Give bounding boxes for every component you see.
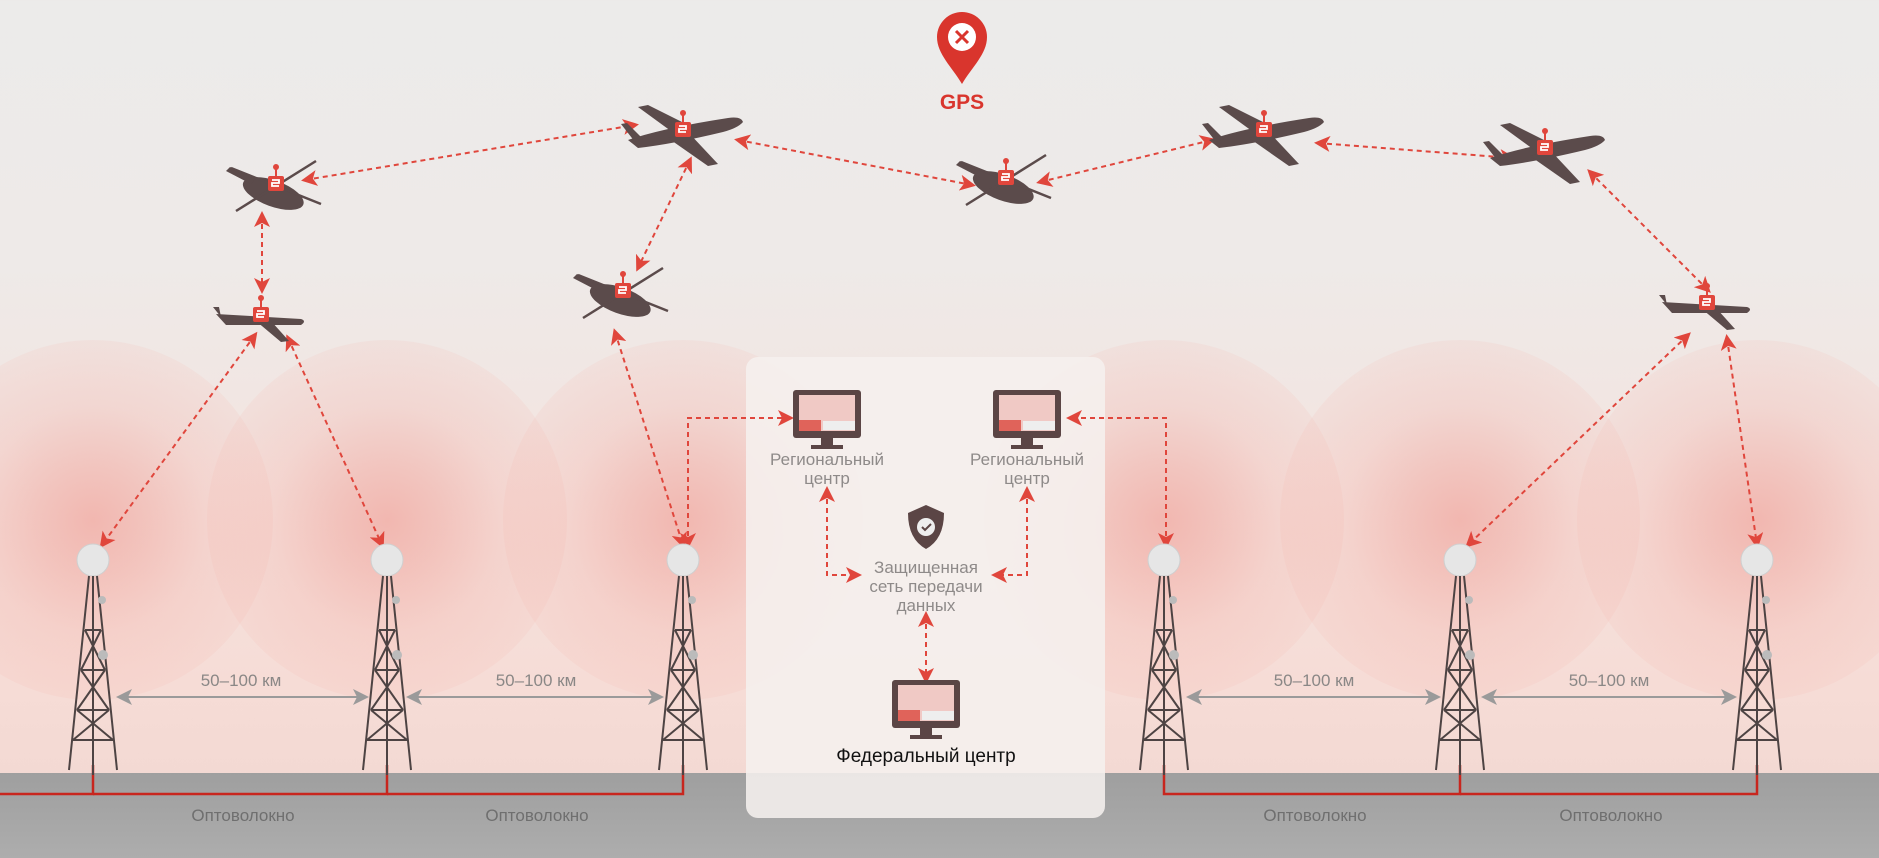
federal-center-label: Федеральный центр bbox=[836, 746, 1016, 767]
airplane-icon bbox=[1483, 123, 1605, 184]
label-line: центр bbox=[804, 469, 850, 488]
regional-center-label: Региональный центр bbox=[770, 450, 884, 488]
radar-tower bbox=[1139, 543, 1189, 776]
fiber-label: Оптоволокно bbox=[1559, 806, 1663, 825]
data-links bbox=[99, 119, 1764, 684]
fiber-label: Оптоволокно bbox=[1263, 806, 1367, 825]
regional-center-monitor-icon bbox=[993, 390, 1061, 449]
radar-tower bbox=[68, 543, 118, 776]
gps-pin-icon bbox=[937, 12, 987, 84]
label-line: Региональный bbox=[770, 450, 884, 469]
drone-icon bbox=[213, 295, 304, 342]
label-line: Региональный bbox=[970, 450, 1084, 469]
distance-label: 50–100 км bbox=[1273, 671, 1355, 690]
radar-tower bbox=[362, 543, 412, 776]
regional-center-label: Региональный центр bbox=[970, 450, 1084, 488]
fiber-label: Оптоволокно bbox=[485, 806, 589, 825]
label-line: сеть передачи bbox=[869, 577, 983, 596]
helicopter-icon bbox=[573, 268, 668, 324]
regional-center-monitor-icon bbox=[793, 390, 861, 449]
helicopter-icon bbox=[956, 155, 1051, 211]
protected-network-label: Защищенная сеть передачи данных bbox=[869, 558, 982, 615]
fiber-cable bbox=[0, 765, 1759, 796]
helicopter-icon bbox=[226, 161, 321, 217]
fiber-label: Оптоволокно bbox=[191, 806, 295, 825]
radar-tower bbox=[658, 543, 708, 776]
radar-tower bbox=[1732, 543, 1782, 776]
distance-label: 50–100 км bbox=[200, 671, 282, 690]
drone-icon bbox=[1659, 283, 1750, 330]
label-line: центр bbox=[1004, 469, 1050, 488]
distance-label: 50–100 км bbox=[495, 671, 577, 690]
airplane-icon bbox=[1202, 105, 1324, 166]
airplane-icon bbox=[621, 105, 743, 166]
gps-label: GPS bbox=[939, 91, 985, 114]
radar-tower bbox=[1435, 543, 1485, 776]
distance-label: 50–100 км bbox=[1568, 671, 1650, 690]
federal-center-monitor-icon bbox=[892, 680, 960, 739]
label-line: данных bbox=[896, 596, 956, 615]
label-line: Защищенная bbox=[874, 558, 978, 577]
shield-check-icon bbox=[908, 505, 944, 549]
